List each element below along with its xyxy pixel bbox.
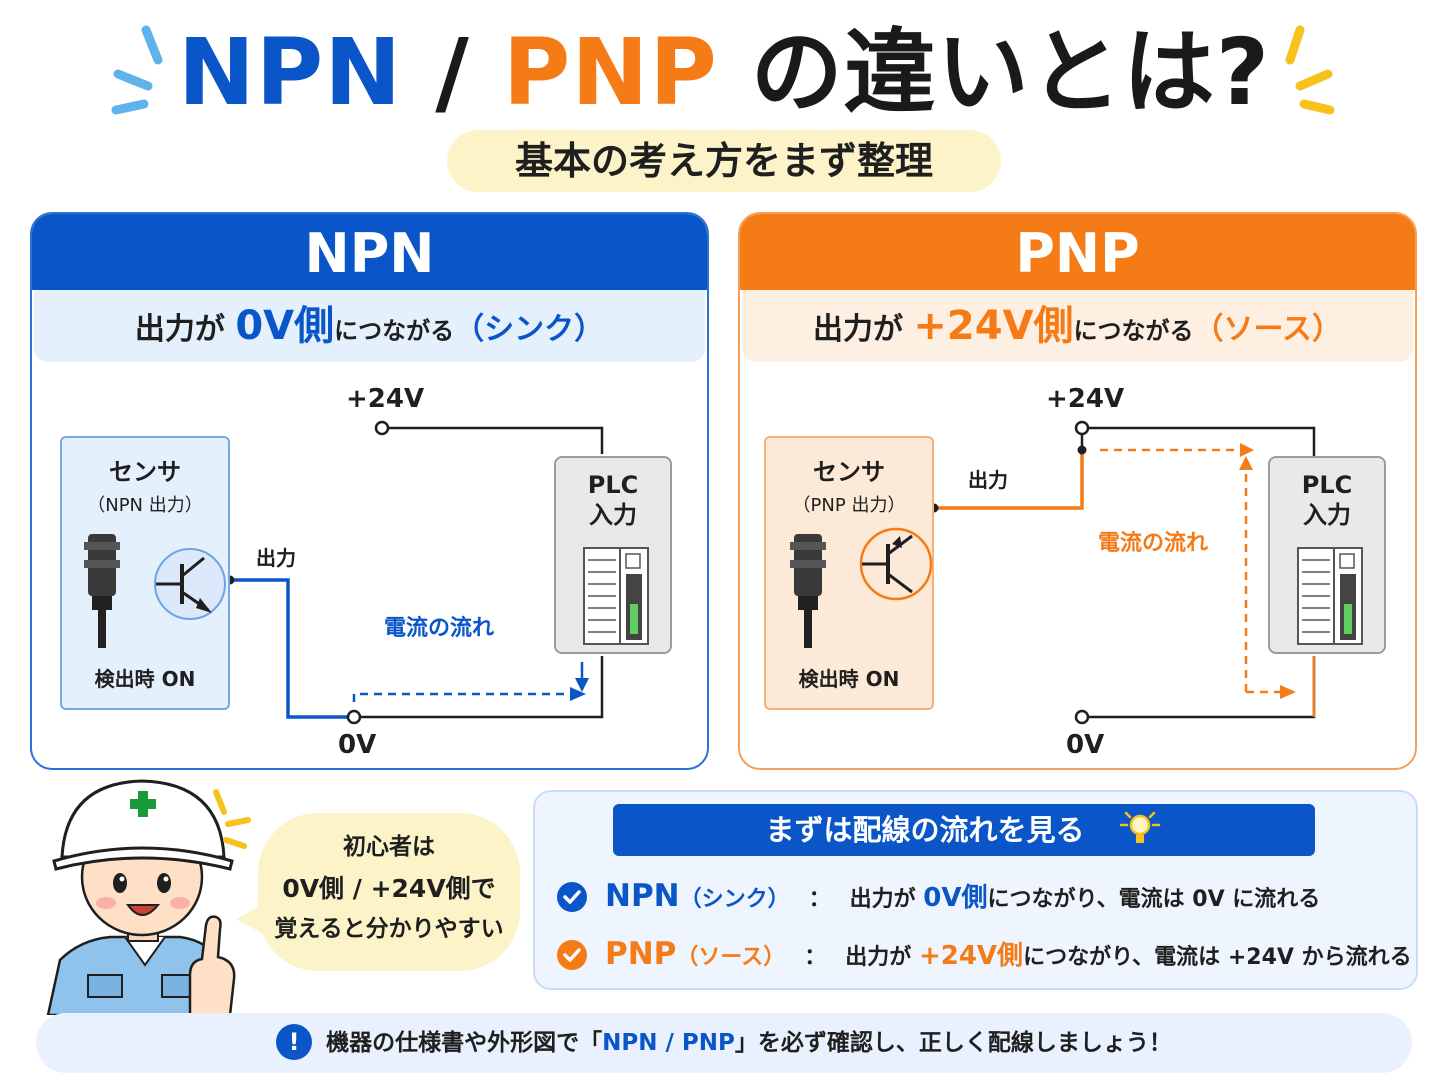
footer-note: ! 機器の仕様書や外形図で「NPN / PNP」を必ず確認し、正しく配線しましょう…: [36, 1013, 1412, 1073]
summary-row-npn: NPN（シンク） ： 出力が 0V側につながり、電流は 0V に流れる: [557, 872, 1407, 920]
page-subtitle: 基本の考え方をまず整理: [447, 130, 1001, 192]
page-title: NPN / PNP の違いとは?: [0, 18, 1448, 128]
pnp-0v-terminal: [1074, 709, 1090, 725]
pnp-output-label: 出力: [968, 468, 1008, 492]
pnp-sensor-type: （PNP 出力）: [792, 495, 906, 516]
check-circle-icon: [557, 940, 587, 970]
pnp-panel-subheader: 出力が +24V側につながる（ソース）: [742, 290, 1413, 362]
pnp-24v-wire: [1088, 426, 1316, 456]
summary-pnp-paren: （ソース）: [676, 945, 786, 970]
title-sep: /: [402, 19, 503, 126]
title-pnp: PNP: [502, 19, 718, 126]
pnp-sensor-box: センサ （PNP 出力） 検出時 ON: [764, 436, 934, 710]
lightbulb-icon: [1119, 811, 1160, 843]
speech-bubble-tail: [236, 905, 262, 933]
pnp-sensor-on: 検出時 ON: [798, 667, 900, 691]
npn-current-flow-arrow: [352, 692, 572, 702]
npn-sensor-name: センサ: [109, 458, 181, 486]
pnp-sub-mid: につながる: [1073, 317, 1194, 345]
summary-npn-highlight: 0V側: [923, 883, 988, 913]
summary-npn-name: NPN: [605, 878, 680, 914]
summary-npn-colon: ：: [808, 887, 831, 912]
npn-sub-prefix: 出力が: [134, 312, 236, 347]
pnp-flow-label: 電流の流れ: [1098, 531, 1209, 556]
pnp-plc-line1: PLC: [1301, 471, 1353, 499]
summary-pnp-desc1: 出力が: [845, 945, 919, 970]
speech-bubble: 初心者は 0V側 / +24V側で 覚えると分かりやすい: [258, 813, 520, 971]
npn-0v-wire: [360, 656, 604, 719]
bubble-line2: 0V側 / +24V側で: [282, 874, 496, 903]
npn-plc-line2: 入力: [589, 501, 637, 529]
npn-flow-label: 電流の流れ: [384, 616, 495, 641]
npn-plc-box: PLC 入力: [554, 456, 672, 654]
npn-panel-subheader: 出力が 0V側につながる（シンク）: [34, 290, 705, 362]
check-circle-icon: [557, 882, 587, 912]
npn-24v-terminal: [374, 420, 390, 436]
pnp-panel-header: PNP: [740, 214, 1415, 290]
bubble-line1: 初心者は: [343, 834, 435, 860]
npn-panel: NPN 出力が 0V側につながる（シンク）: [30, 212, 709, 770]
npn-output-label: 出力: [256, 546, 296, 570]
burst-lines-icon-left: [111, 25, 163, 115]
footer-post: 」を必ず確認し、正しく配線しましょう！: [734, 1030, 1172, 1056]
pnp-output-wire: [934, 450, 1084, 510]
pnp-wiring-diagram: [929, 420, 1316, 725]
pnp-sensor-name: センサ: [813, 458, 885, 486]
summary-row-pnp: PNP（ソース） ： 出力が +24V側につながり、電流は +24V から流れる: [557, 930, 1412, 978]
title-npn: NPN: [177, 19, 403, 126]
footer-pre: 機器の仕様書や外形図で「: [326, 1030, 603, 1056]
pnp-sub-highlight: +24V側: [913, 303, 1074, 349]
pnp-sub-paren: （ソース）: [1193, 312, 1343, 347]
burst-lines-icon-worker: [213, 789, 251, 849]
title-rest: の違いとは?: [717, 19, 1271, 126]
worker-avatar: [46, 779, 236, 1015]
npn-sub-paren: （シンク）: [454, 312, 605, 347]
npn-output-wire: [230, 578, 348, 719]
burst-lines-icon-right: [1285, 25, 1335, 115]
summary-box: まずは配線の流れを見る NPN（シンク） ： 出力が 0V側につながり、電流は 0V…: [533, 790, 1418, 990]
summary-npn-paren: （シンク）: [679, 887, 790, 912]
npn-24v-label: +24V: [346, 384, 425, 414]
summary-title: まずは配線の流れを見る: [613, 804, 1315, 856]
summary-pnp-name: PNP: [605, 936, 677, 972]
pnp-24v-terminal: [1074, 420, 1090, 436]
summary-pnp-desc2: につながり、電流は +24V から流れる: [1023, 945, 1412, 970]
summary-pnp-highlight: +24V側: [918, 941, 1024, 971]
pnp-24v-label: +24V: [1046, 384, 1125, 414]
npn-24v-wire: [388, 426, 604, 454]
npn-0v-label: 0V: [338, 730, 377, 760]
npn-sensor-box: センサ （NPN 出力） 検出時 ON: [60, 436, 230, 710]
npn-plc-line1: PLC: [587, 471, 639, 499]
summary-title-text: まずは配線の流れを見る: [765, 813, 1085, 847]
summary-npn-desc1: 出力が: [849, 887, 924, 912]
footer-highlight: NPN / PNP: [602, 1030, 735, 1056]
npn-sub-highlight: 0V側: [235, 303, 335, 349]
summary-npn-desc2: につながり、電流は 0V に流れる: [987, 887, 1321, 912]
npn-sensor-type: （NPN 出力）: [87, 495, 203, 516]
npn-0v-terminal: [346, 709, 362, 725]
npn-panel-header: NPN: [32, 214, 707, 290]
pnp-0v-label: 0V: [1066, 730, 1105, 760]
summary-pnp-colon: ：: [804, 945, 827, 970]
pnp-plc-box: PLC 入力: [1268, 456, 1386, 654]
exclamation-icon: !: [276, 1023, 313, 1060]
bubble-line3: 覚えると分かりやすい: [274, 916, 504, 942]
npn-sub-mid: につながる: [334, 317, 455, 345]
pnp-plc-line2: 入力: [1303, 501, 1351, 529]
npn-sensor-on: 検出時 ON: [94, 667, 196, 691]
pnp-panel: PNP 出力が +24V側につながる（ソース） +24V 0V 出力 電流の流れ…: [738, 212, 1417, 770]
pnp-sub-prefix: 出力が: [812, 312, 914, 347]
